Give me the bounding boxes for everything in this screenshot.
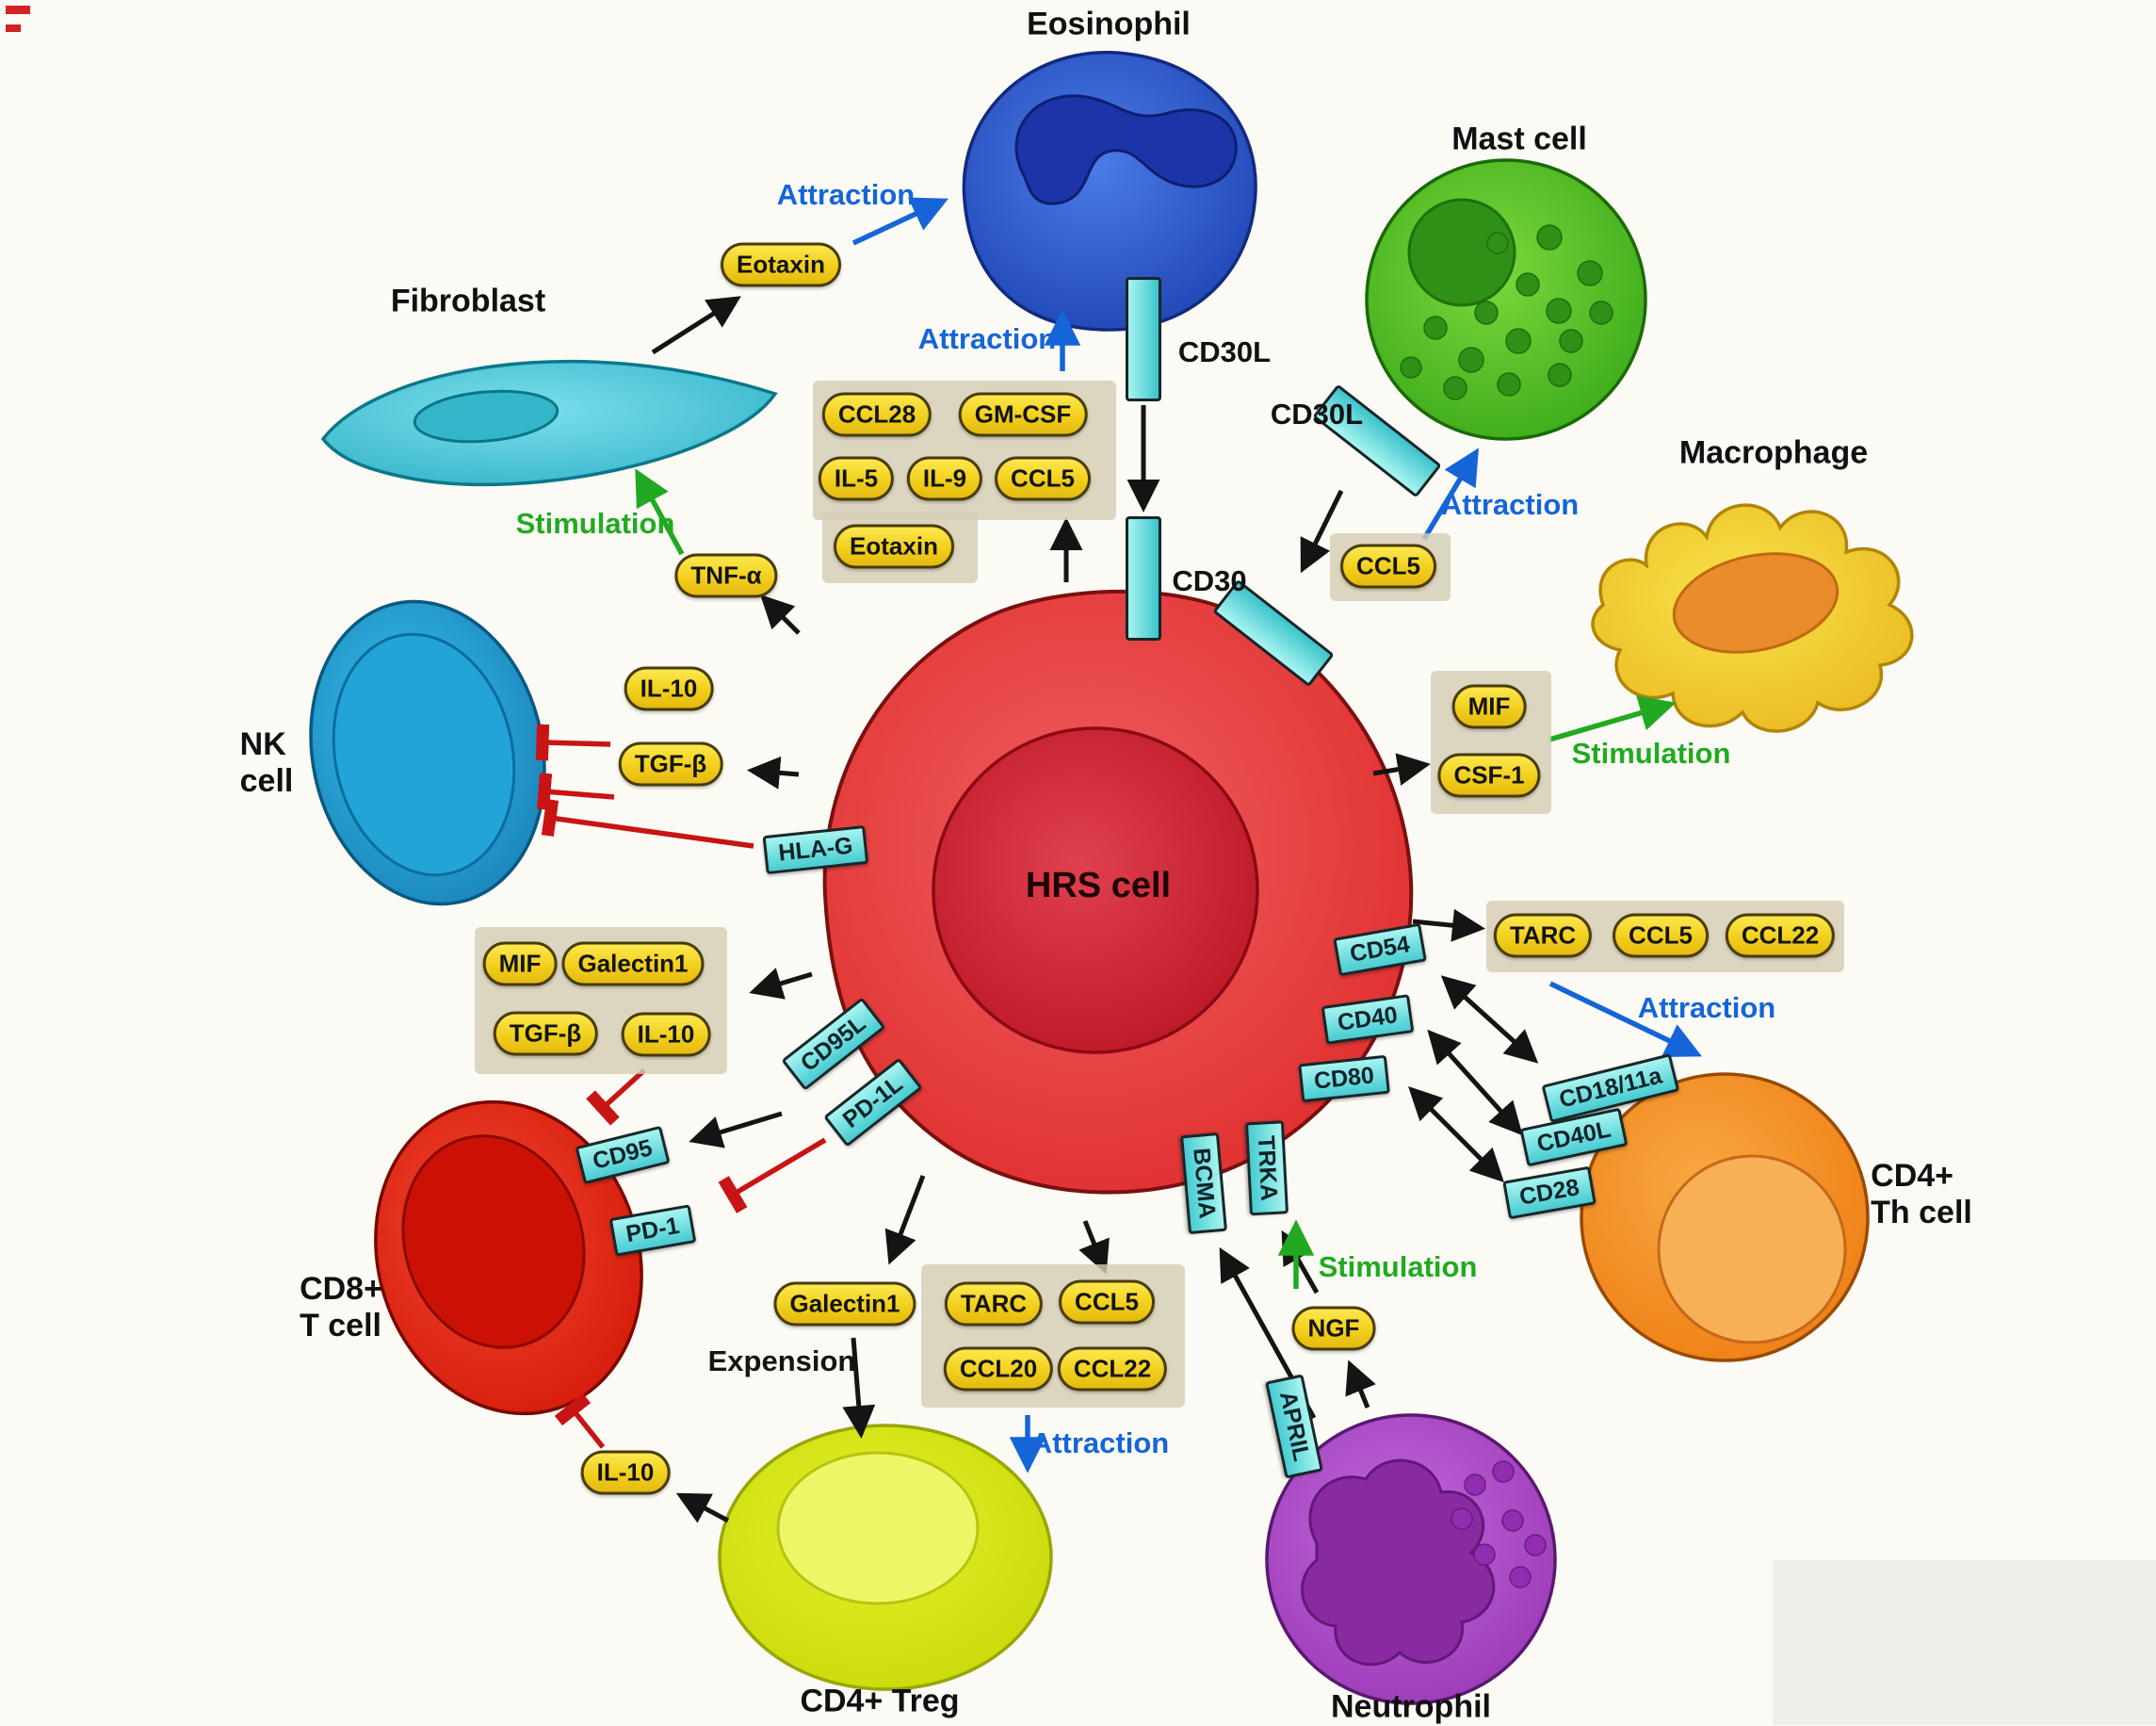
macrophage-label: Macrophage	[1678, 434, 1869, 471]
fibroblast-label: Fibroblast	[390, 283, 546, 319]
arrow-stimulation-macrophage	[1548, 695, 1677, 742]
nk-label-line2: cell	[239, 763, 294, 799]
molecule-ccl5-mast: CCL5	[1340, 544, 1436, 589]
molecule-eotaxin-fibroblast: Eotaxin	[721, 242, 841, 287]
molecule-ccl28: CCL28	[821, 392, 932, 437]
molecule-il5: IL-5	[818, 456, 895, 501]
molecule-ccl5-treg: CCL5	[1059, 1279, 1155, 1325]
watermark-area	[1773, 1560, 2156, 1725]
molecule-csf1: CSF-1	[1437, 753, 1541, 798]
molecule-ccl20: CCL20	[943, 1346, 1054, 1392]
arrow-cd40-cd40l	[1427, 1029, 1523, 1136]
treg-cell-shape	[718, 1424, 1053, 1691]
corner-artifact	[6, 6, 30, 32]
annotation-stimulation-neutrophil: Stimulation	[1318, 1250, 1478, 1283]
molecule-tnf-alpha: TNF-α	[674, 553, 778, 598]
molecule-mif-macrophage: MIF	[1451, 684, 1527, 729]
arrow-hrs-to-mif-galectin-group	[749, 968, 813, 1000]
cd8-t-label-line2: T cell	[300, 1308, 381, 1343]
molecule-tgfb-cd8: TGF-β	[493, 1011, 598, 1056]
annotation-stimulation-macrophage: Stimulation	[1571, 737, 1731, 770]
molecule-ccl22-treg: CCL22	[1057, 1346, 1168, 1392]
treg-label: CD4+ Treg	[800, 1683, 960, 1719]
arrow-neutrophil-to-ngf	[1345, 1360, 1376, 1408]
cd30l-bar-eosinophil	[1126, 277, 1161, 401]
cd4-th-label-line2: Th cell	[1871, 1195, 1972, 1230]
annotation-attraction-treg: Attraction	[1030, 1426, 1170, 1459]
inhibition-hlag-nk	[541, 799, 754, 849]
annotation-expansion: Expension	[707, 1344, 856, 1377]
inhibition-pd1l-pd1	[718, 1137, 827, 1213]
macrophage-cell-shape	[1591, 503, 1914, 733]
eosinophil-cell-shape	[962, 50, 1257, 332]
arrow-ngf-to-trka	[1281, 1229, 1320, 1294]
molecule-il10-cd8: IL-10	[621, 1012, 711, 1057]
annotation-attraction-eosinophil: Attraction	[917, 322, 1057, 355]
mast-cell-shape	[1365, 158, 1647, 441]
cd30l-label: CD30L	[1177, 335, 1272, 368]
annotation-attraction-mast: Attraction	[1440, 488, 1580, 521]
arrow-galectin1-to-treg	[842, 1337, 876, 1439]
inhibition-cd95-cd8	[586, 1067, 646, 1126]
arrow-fibroblast-to-eotaxin	[651, 296, 741, 355]
hrs-cell-label: HRS cell	[1025, 866, 1172, 906]
neutrophil-cell-shape	[1265, 1413, 1557, 1705]
cd30l-mast-label: CD30L	[1270, 398, 1364, 431]
cd8-t-cell-shape	[374, 1099, 643, 1416]
arrow-cd95l-to-cd95	[689, 1111, 783, 1148]
nk-cell-shape	[309, 599, 546, 906]
molecule-ngf: NGF	[1291, 1306, 1376, 1351]
arrow-attraction-cd4th	[1548, 981, 1702, 1058]
arrow-attraction-mast	[1421, 448, 1479, 541]
arrow-stimulation-fibroblast	[635, 468, 685, 556]
cd8-t-label-line1: CD8+	[300, 1270, 382, 1307]
cd8-t-cell-label: CD8+ T cell	[300, 1271, 382, 1344]
arrow-hrs-to-galectin1	[884, 1175, 926, 1265]
molecule-gm-csf: GM-CSF	[958, 392, 1088, 437]
arrow-hrs-to-tarc-group	[1412, 908, 1485, 942]
mast-cell-label: Mast cell	[1451, 121, 1587, 157]
molecule-ccl22-th: CCL22	[1725, 913, 1836, 958]
arrow-cd80-cd28	[1408, 1086, 1504, 1182]
annotation-attraction-eosinophil-top: Attraction	[776, 178, 916, 211]
arrow-hrs-to-il10-tgfb	[747, 756, 800, 790]
molecule-eotaxin-eosinophil: Eotaxin	[834, 524, 954, 569]
arrow-cd54-cd18-11a	[1440, 975, 1539, 1064]
molecule-galectin1-treg: Galectin1	[773, 1281, 916, 1327]
receptor-trka: TRKA	[1244, 1120, 1289, 1216]
annotation-stimulation-fibroblast: Stimulation	[515, 507, 675, 540]
cd4-th-label-line1: CD4+	[1871, 1157, 1954, 1194]
cd30-bar-hrs-top	[1126, 516, 1161, 641]
molecule-ccl5-th: CCL5	[1613, 913, 1709, 958]
molecule-ccl5-eosinophil: CCL5	[995, 456, 1091, 501]
hrs-cell-shape	[822, 589, 1414, 1195]
molecule-tgfb-nk: TGF-β	[618, 741, 723, 787]
nk-label-line1: NK	[239, 725, 286, 762]
fibroblast-cell-shape	[320, 360, 778, 487]
arrow-hrs-to-mif-csf1	[1372, 753, 1431, 786]
molecule-il9: IL-9	[906, 456, 983, 501]
molecule-tarc-th: TARC	[1493, 913, 1593, 958]
nk-cell-label: NK cell	[240, 726, 294, 800]
neutrophil-label: Neutrophil	[1331, 1688, 1491, 1725]
eosinophil-label: Eosinophil	[1027, 6, 1191, 42]
molecule-il10-nk: IL-10	[624, 666, 714, 711]
inhibition-il10-cd8	[554, 1392, 606, 1449]
inhibition-il10-nk	[535, 724, 611, 761]
molecule-mif-cd8: MIF	[482, 941, 558, 986]
cd4-th-cell-shape	[1580, 1072, 1870, 1362]
arrow-hrs-to-treg-chemokines	[1078, 1220, 1110, 1275]
arrow-treg-to-il10	[675, 1492, 730, 1523]
inhibition-tgfb-nk	[536, 773, 615, 810]
annotation-attraction-cd4th: Attraction	[1637, 991, 1776, 1024]
molecule-il10-treg: IL-10	[580, 1450, 671, 1495]
molecule-tarc-treg: TARC	[944, 1281, 1044, 1327]
cd4-th-cell-label: CD4+ Th cell	[1871, 1158, 1972, 1231]
arrow-mast-cd30l-to-cd30	[1300, 489, 1344, 574]
cd30-label: CD30	[1172, 564, 1247, 597]
arrow-hrs-to-tnf	[760, 594, 801, 635]
arrow-attraction-eotaxin-eosinophil	[851, 197, 948, 246]
molecule-galectin1-cd8: Galectin1	[561, 941, 705, 986]
